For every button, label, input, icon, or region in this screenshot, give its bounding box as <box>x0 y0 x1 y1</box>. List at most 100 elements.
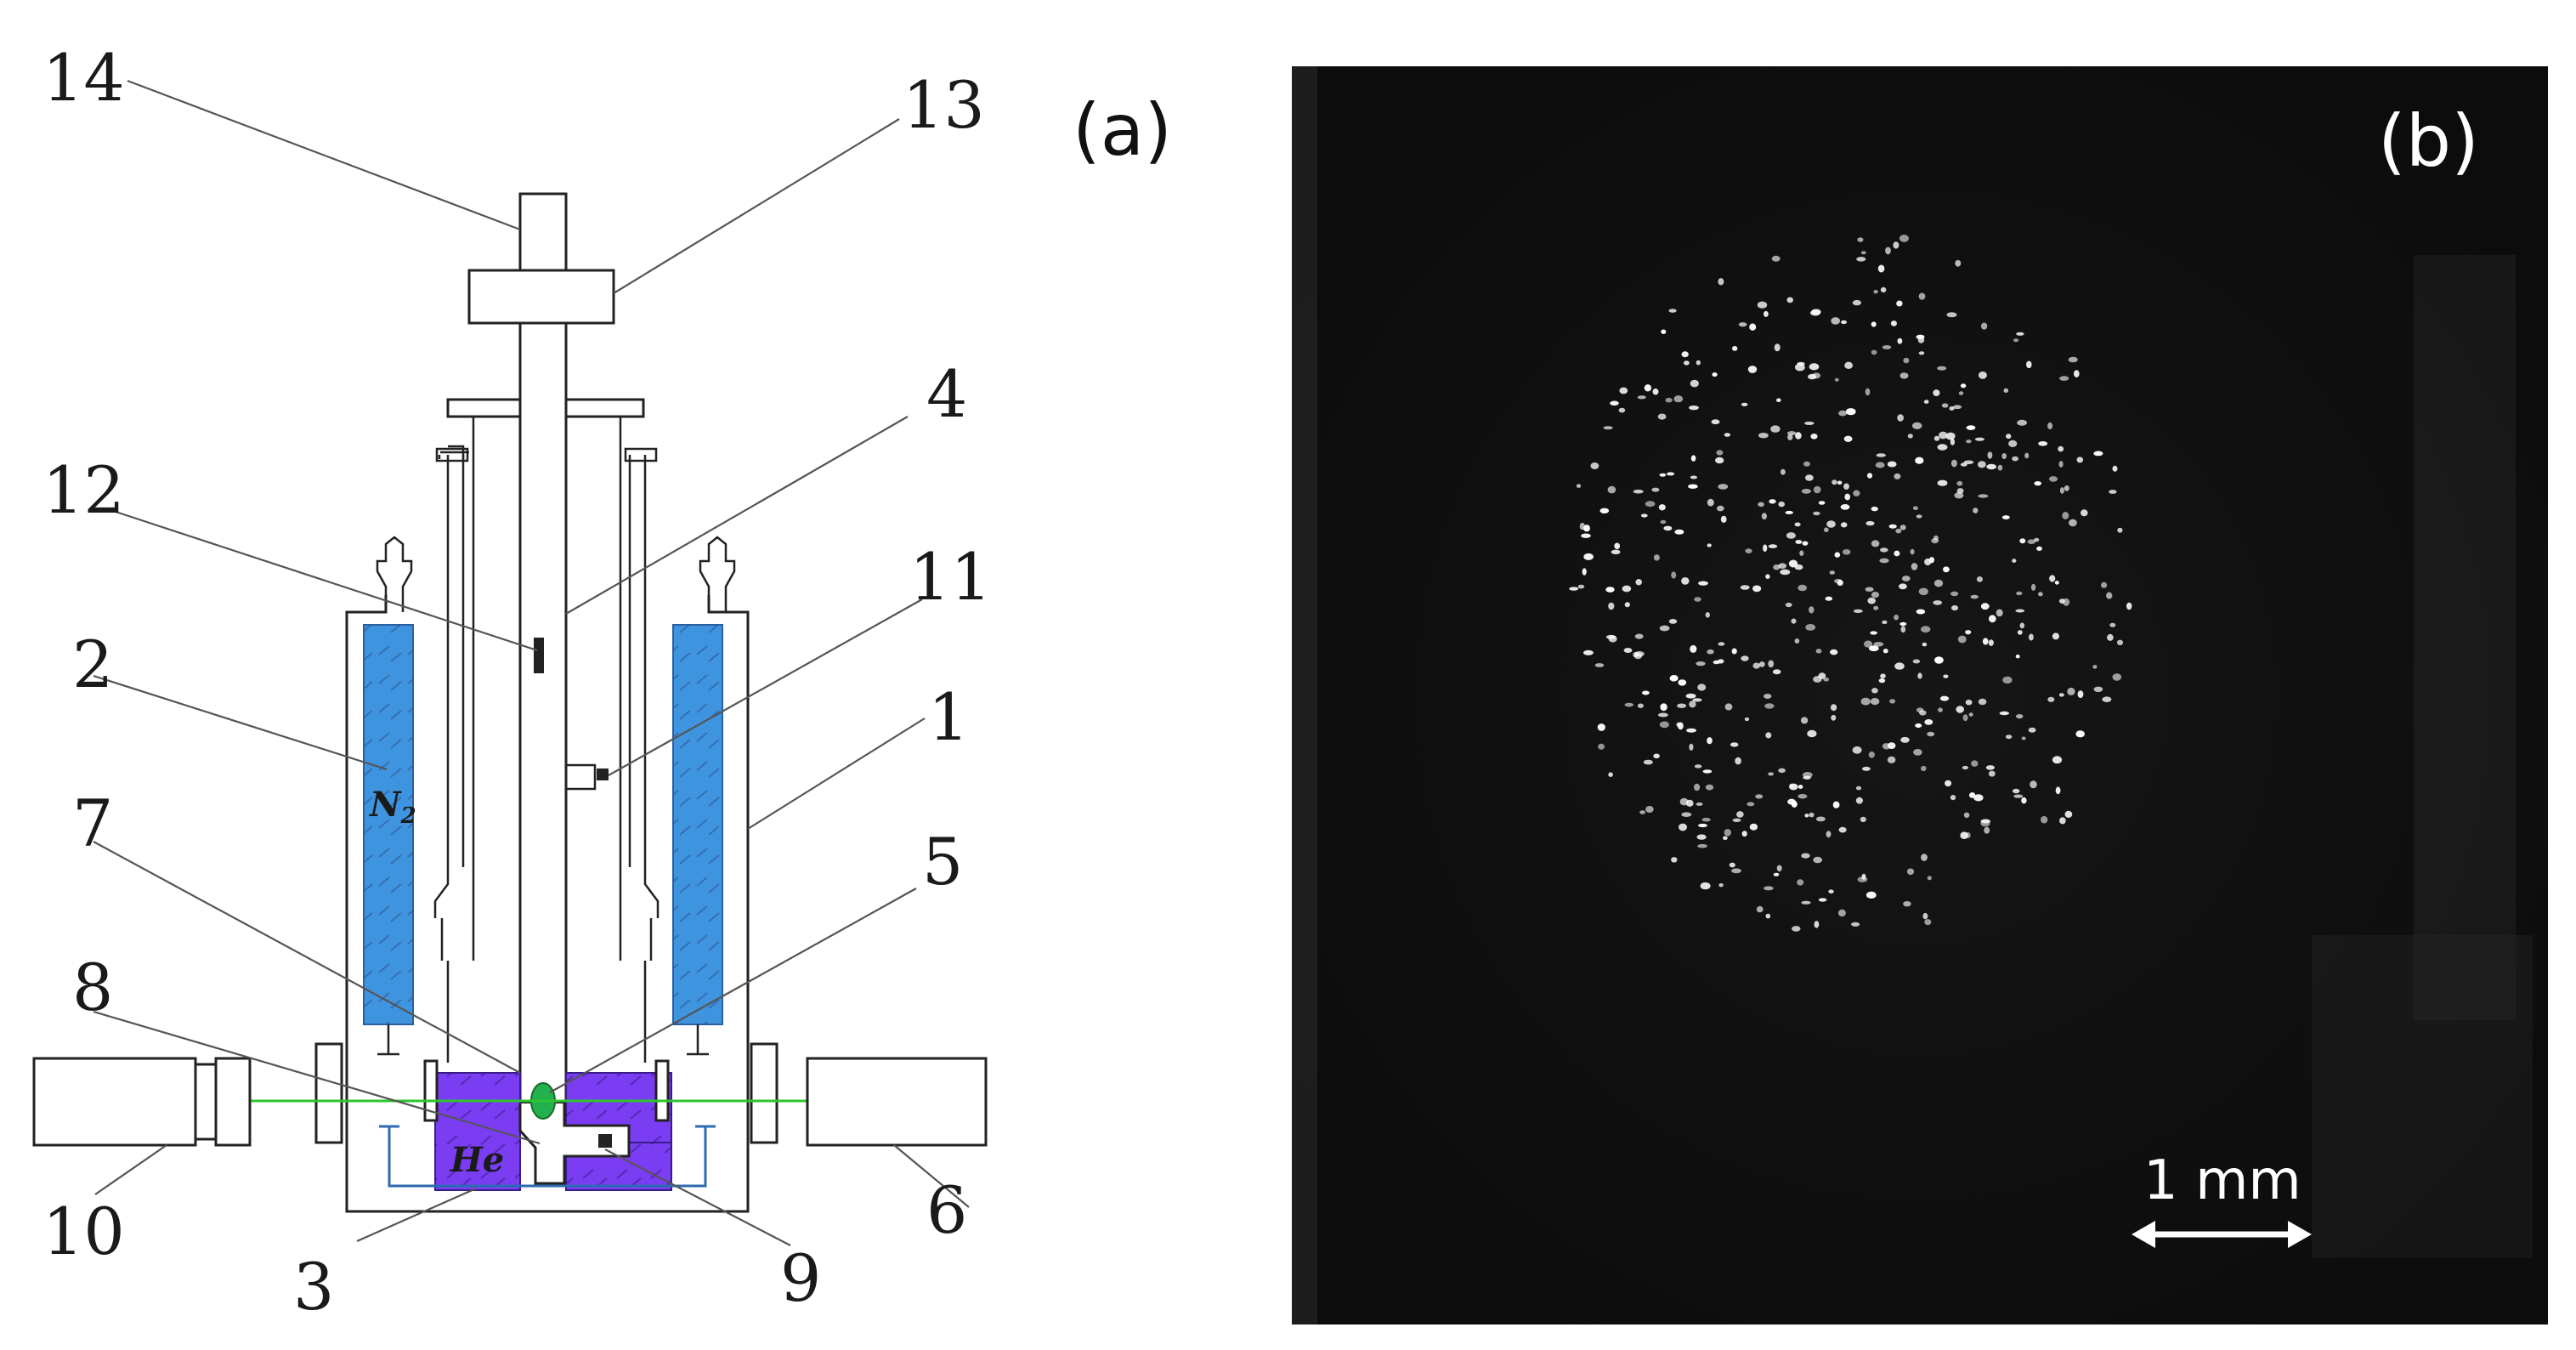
particle-dot <box>1773 564 1781 570</box>
particle-dot <box>1633 489 1644 494</box>
particle-dot <box>1685 693 1696 699</box>
particle-dot <box>1731 868 1741 874</box>
particle-dot <box>1815 816 1826 822</box>
particle-dot <box>2002 676 2013 684</box>
particle-dot <box>2006 434 2012 440</box>
callout-7: 7 <box>72 786 113 861</box>
particle-dot <box>1624 602 1630 608</box>
particle-dot <box>1917 672 1922 679</box>
particle-dot <box>1900 626 1906 633</box>
particle-dot <box>1764 886 1774 891</box>
particle-dot <box>2112 673 2122 681</box>
particle-dot <box>1804 814 1809 818</box>
particle-dot <box>1576 484 1582 488</box>
particle-dot <box>1744 717 1750 722</box>
camera <box>32 1057 197 1147</box>
callout-10: 10 <box>42 1194 125 1269</box>
particle-dot <box>1860 251 1866 255</box>
particle-dot <box>1843 435 1853 442</box>
particle-dot <box>1910 548 1915 555</box>
particle-dot <box>1801 488 1811 494</box>
helium-label: He <box>450 1140 504 1180</box>
particle-dot <box>1642 690 1650 695</box>
particle-dot <box>1924 558 1932 566</box>
particle-dot <box>2019 622 2025 629</box>
particle-dot <box>1765 913 1771 919</box>
particle-dot <box>1871 321 1877 327</box>
particle-dot <box>1694 597 1701 602</box>
particle-dot <box>1610 400 1619 406</box>
particle-dot <box>1716 450 1724 456</box>
particle-dot <box>1707 649 1714 655</box>
particle-dot <box>2016 332 2024 336</box>
particle-dot <box>2034 481 2041 486</box>
particle-dot <box>1752 585 1762 593</box>
particle-dot <box>1724 433 1731 437</box>
particle-dot <box>2058 461 2064 468</box>
particle-dot <box>2030 583 2036 591</box>
particle-dot <box>1882 620 1888 625</box>
particle-dot <box>1834 377 1839 382</box>
particle-dot <box>1986 463 1996 470</box>
particle-dot <box>1871 592 1880 598</box>
particle-dot <box>1776 865 1782 872</box>
particle-dot <box>2016 591 2023 596</box>
particle-dot <box>1732 346 1738 351</box>
particle-dot <box>1825 596 1833 601</box>
window-right <box>750 1042 778 1144</box>
particle-dot <box>1798 584 1808 592</box>
particle-dot <box>1834 552 1841 558</box>
particle-dot <box>1931 538 1939 544</box>
particle-dot <box>1689 406 1699 411</box>
particle-dot <box>1798 793 1808 799</box>
particle-dot <box>1694 764 1702 769</box>
particle-dot <box>1837 480 1843 485</box>
particle-dot <box>1862 766 1871 771</box>
particle-dot <box>2058 445 2064 452</box>
particle-dot <box>1890 320 1897 326</box>
particle-dot <box>1668 309 1677 313</box>
particle-dot <box>1871 349 1877 355</box>
particle-dot <box>1937 479 1948 486</box>
particle-dot <box>1764 310 1769 317</box>
particle-dot <box>1696 360 1701 366</box>
particle-dot <box>1921 765 1927 772</box>
particle-dot <box>1939 431 1948 440</box>
particle-dot <box>1590 462 1599 469</box>
particle-dot <box>1614 542 1621 550</box>
particle-dot <box>1866 473 1873 479</box>
callout-8: 8 <box>72 950 113 1025</box>
particle-dot <box>1597 723 1605 731</box>
particle-dot <box>1583 553 1594 560</box>
particle-dot <box>1611 549 1621 554</box>
particle-dot <box>1798 785 1803 789</box>
particle-dot <box>2019 538 2026 544</box>
particle-dot <box>1837 909 1846 917</box>
particle-dot <box>2063 598 2070 606</box>
particle-dot <box>1851 922 1860 927</box>
particle-dot <box>1792 926 1801 932</box>
particle-dot <box>1663 525 1673 531</box>
particle-dot <box>2052 632 2059 640</box>
particle-dot <box>2052 756 2063 764</box>
particle-dot <box>1943 674 1949 678</box>
particle-dot <box>1885 247 1891 255</box>
particle-dot <box>1690 644 1697 653</box>
particle-dot <box>2054 581 2059 585</box>
particle-dot <box>1852 299 1861 306</box>
particle-dot <box>1956 706 1964 713</box>
particle-dot <box>1857 237 1864 242</box>
particle-dot <box>2017 419 2028 426</box>
particle-dot <box>1758 502 1764 508</box>
particle-dot <box>1868 645 1879 652</box>
particle-dot <box>1692 698 1702 702</box>
particle-dot <box>2117 527 2123 533</box>
particle-dot <box>1918 587 1928 596</box>
particle-dot <box>1696 802 1703 806</box>
particle-dot <box>1818 672 1826 679</box>
particle-dot <box>1864 640 1873 648</box>
particle-dot <box>1780 569 1791 576</box>
particle-dot <box>1988 615 1996 623</box>
particle-dot <box>1943 566 1950 573</box>
